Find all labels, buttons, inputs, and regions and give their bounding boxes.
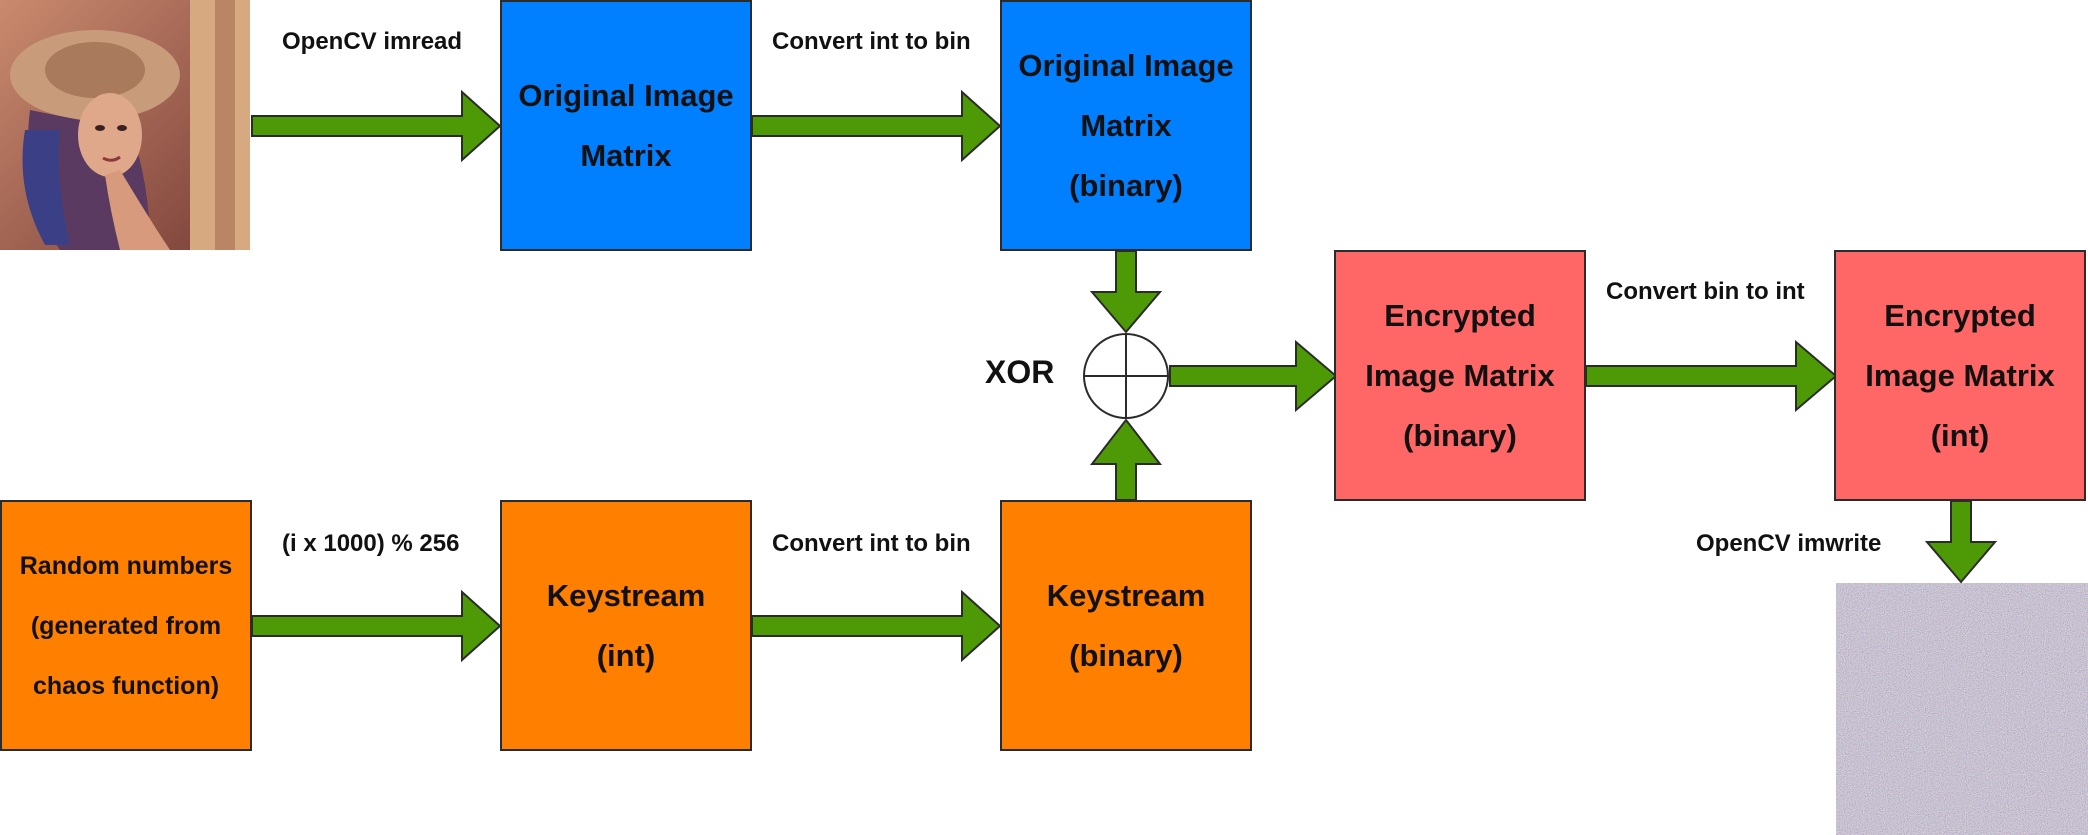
arrow-modulo [251,589,502,663]
label-opencv-imread: OpenCV imread [282,28,463,55]
box-encrypted-matrix-int: Encrypted Image Matrix (int) [1834,250,2086,501]
box-line: Random numbers [19,551,233,580]
arrow-int-to-bin-top [751,89,1002,163]
arrow-int-to-bin-bottom [751,589,1002,663]
box-line: Keystream [546,577,706,613]
box-line: (int) [596,637,656,673]
input-photo [0,0,250,250]
arrow-bin-to-int [1585,339,1838,413]
box-line: Image Matrix [1365,357,1555,393]
arrow-binary-to-xor [1089,250,1163,334]
box-line: (binary) [1069,167,1183,203]
box-line: Keystream [1046,577,1206,613]
label-modulo-formula: (i x 1000) % 256 [282,530,460,557]
arrow-keystream-to-xor [1089,418,1163,501]
arrow-imwrite [1924,500,1998,584]
label-convert-bin-to-int: Convert bin to int [1606,278,1805,305]
box-line: (binary) [1069,637,1183,673]
box-line: Matrix [580,137,672,173]
box-keystream-int: Keystream (int) [500,500,752,751]
label-convert-int-to-bin-top: Convert int to bin [772,28,971,55]
label-convert-int-to-bin-bottom: Convert int to bin [772,530,971,557]
box-line: Image Matrix [1865,357,2055,393]
arrow-imread [251,89,502,163]
box-encrypted-matrix-binary: Encrypted Image Matrix (binary) [1334,250,1586,501]
label-xor: XOR [985,354,1055,390]
box-line: (generated from [30,611,222,640]
box-keystream-binary: Keystream (binary) [1000,500,1252,751]
box-line: Original Image [518,77,734,113]
label-opencv-imwrite: OpenCV imwrite [1696,530,1882,557]
output-noise-image [1836,583,2088,835]
box-line: Encrypted [1384,297,1536,333]
box-line: (binary) [1403,417,1517,453]
box-random-numbers: Random numbers (generated from chaos fun… [0,500,252,751]
arrow-xor-to-encrypted [1169,339,1338,413]
box-line: Encrypted [1884,297,2036,333]
box-line: Matrix [1080,107,1172,143]
box-line: Original Image [1018,47,1234,83]
box-original-image-matrix: Original Image Matrix [500,0,752,251]
box-original-image-matrix-binary: Original Image Matrix (binary) [1000,0,1252,251]
box-line: chaos function) [32,671,220,700]
box-line: (int) [1930,417,1990,453]
xor-symbol [1083,333,1169,419]
